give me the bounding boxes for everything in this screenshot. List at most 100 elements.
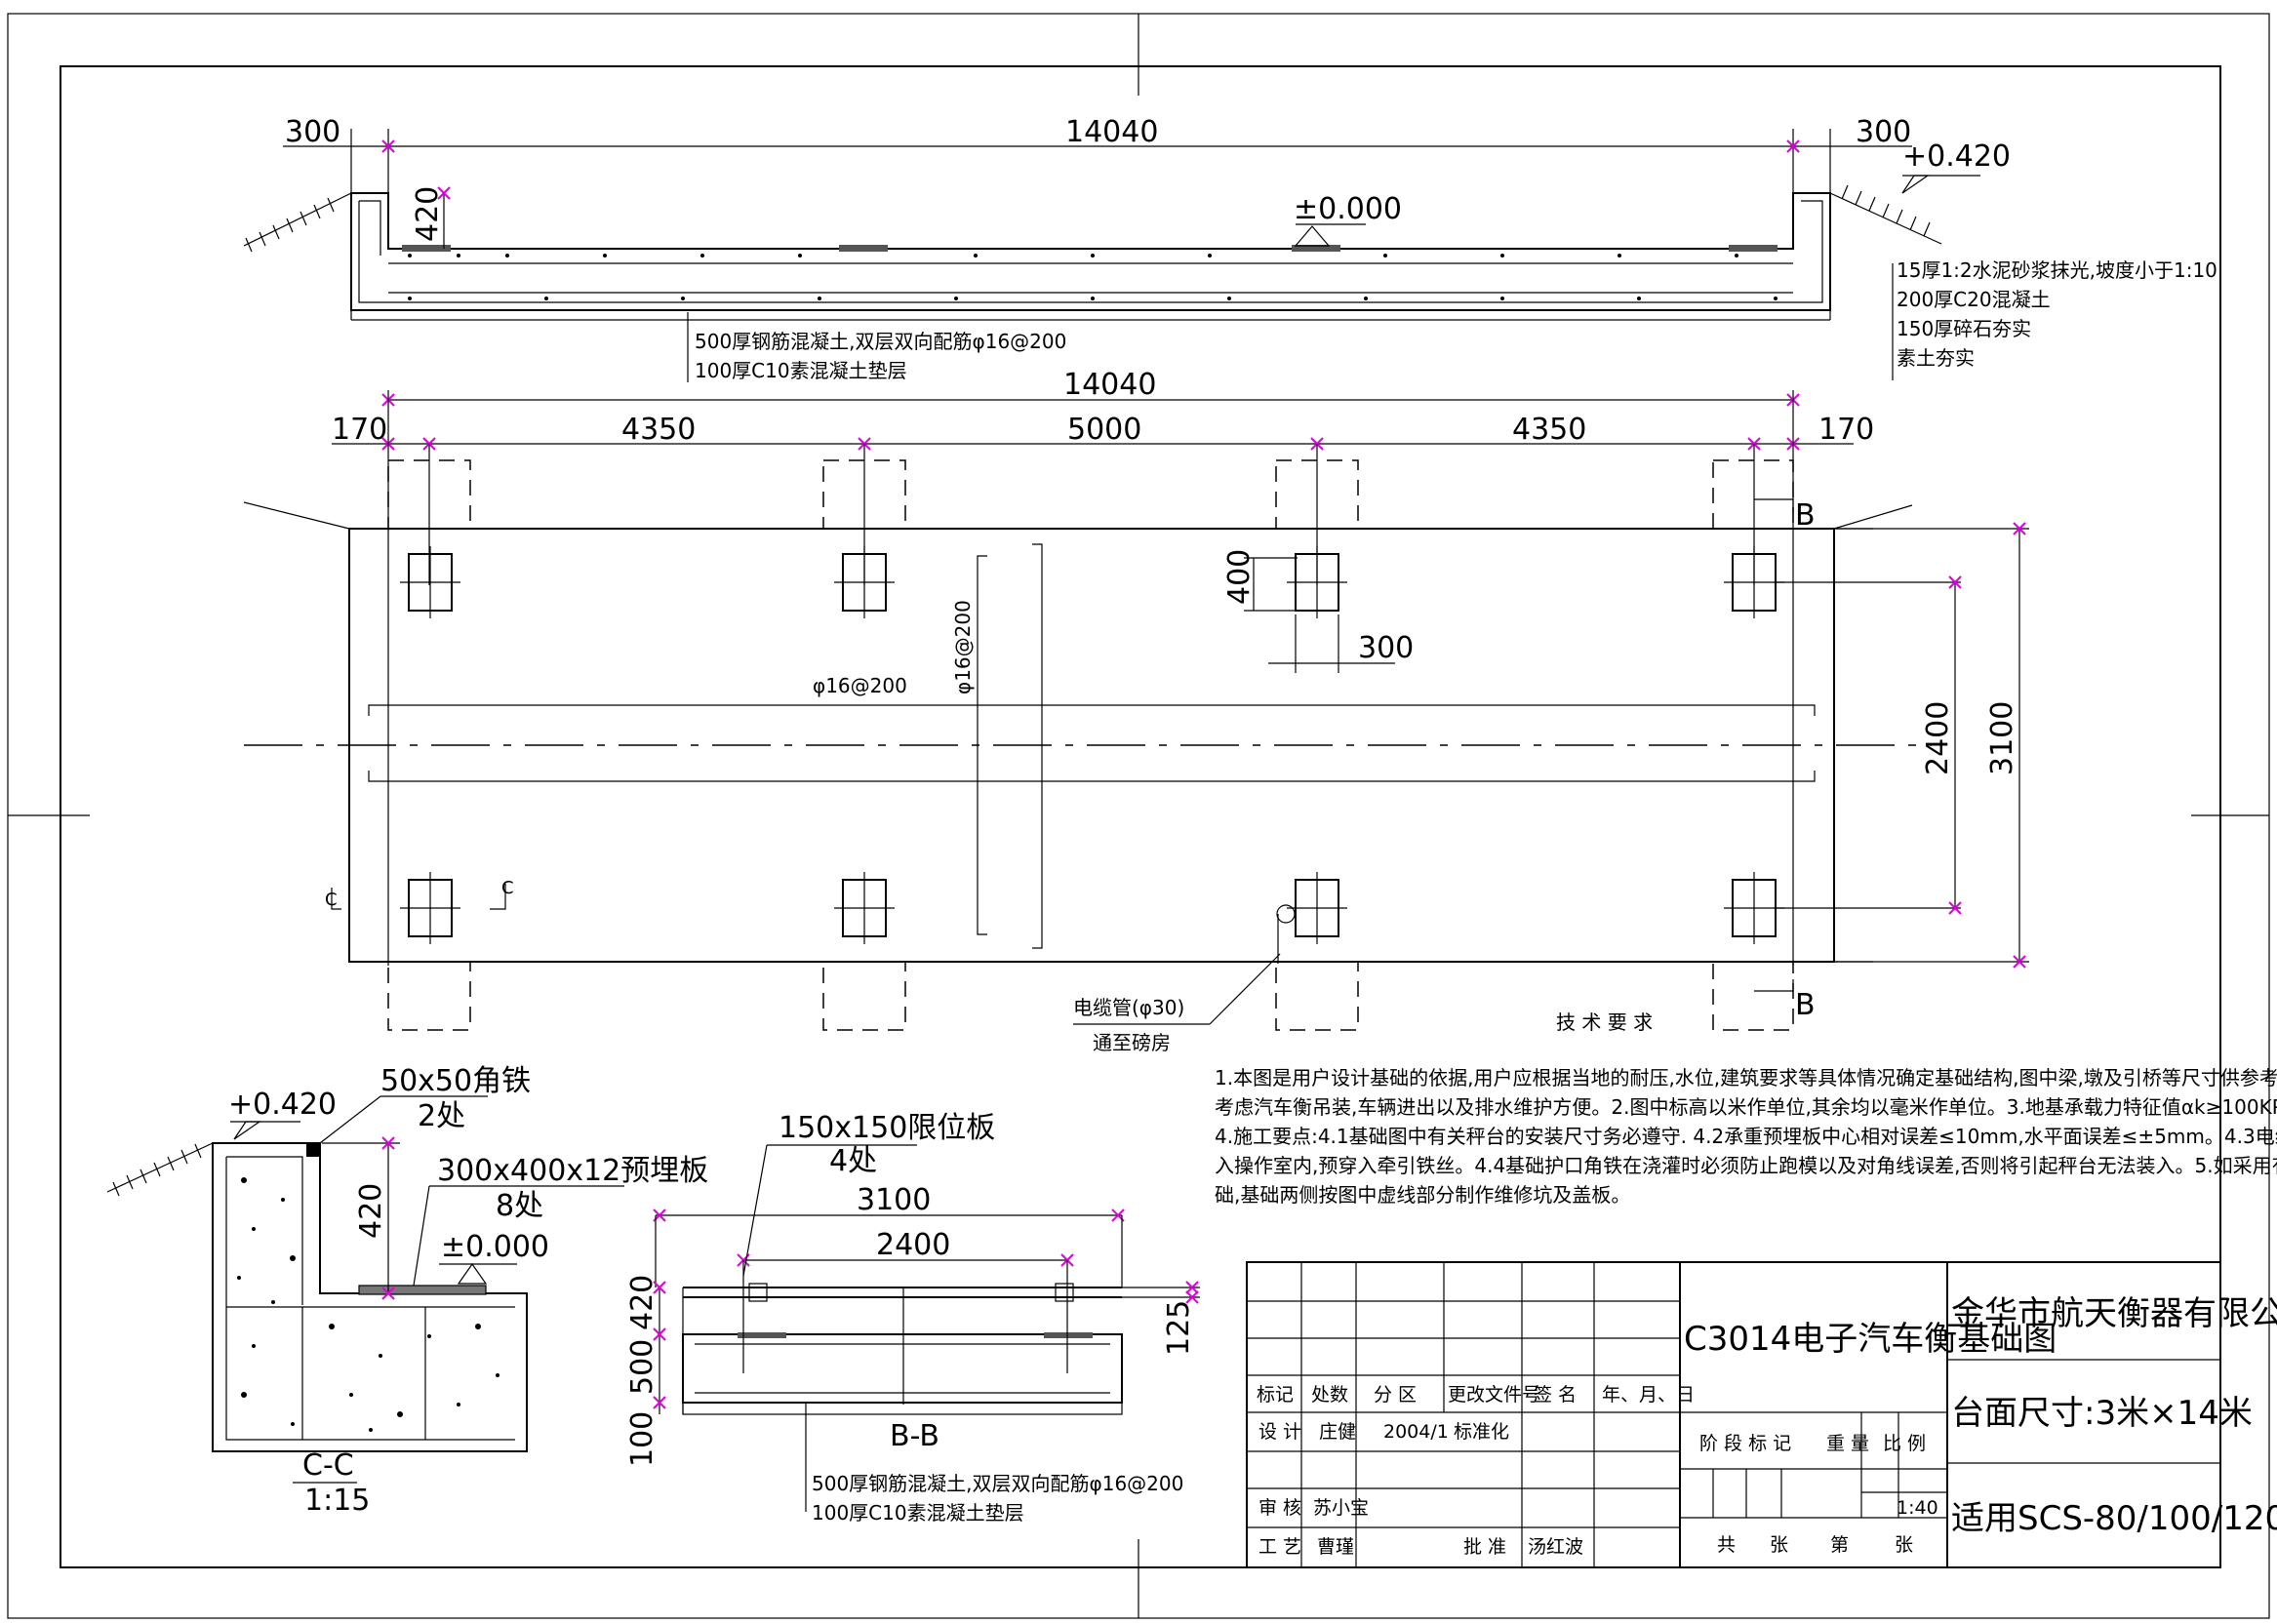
bb-dim-2400: 2400: [876, 1228, 950, 1262]
plan-embed-plates: [400, 546, 1784, 944]
tb-design-date: 2004/1: [1383, 1421, 1449, 1443]
maintenance-pits: [387, 459, 1794, 1031]
base-note-top: 100厚C10素混凝土垫层: [695, 359, 907, 382]
tb-total: 共: [1717, 1534, 1736, 1556]
cc-embed-plate-qty: 8处: [496, 1189, 543, 1223]
bb-limit-plate-qty: 4处: [829, 1144, 877, 1178]
cc-embed-plate-label: 300x400x12预埋板: [437, 1154, 708, 1188]
layer-note-2: 200厚C20混凝土: [1897, 288, 2051, 311]
plan-view: 14040 170 4350 5000 4350 170: [243, 368, 2029, 1054]
cable-to-label: 通至磅房: [1093, 1031, 1171, 1054]
tb-h-date: 年、月、日: [1602, 1384, 1695, 1406]
cc-title: C-C: [302, 1448, 354, 1483]
dim-2400-plan: 2400: [1921, 701, 1955, 775]
notes-line-4: 入操作室内,预穿入牵引铁丝。4.4基础护口角铁在浇灌时必须防止跑模以及对角线误差…: [1215, 1154, 2277, 1177]
embed-plate-1: [402, 245, 451, 252]
tb-drawing-title: C3014电子汽车衡基础图: [1684, 1320, 2057, 1359]
layer-note-3: 150厚碎石夯实: [1897, 317, 2031, 340]
cc-elev-plus: +0.420: [228, 1088, 337, 1122]
bb-dim-3100: 3100: [857, 1183, 931, 1217]
bb-dim-100: 100: [625, 1411, 659, 1467]
dim-400: 400: [1222, 549, 1257, 605]
tb-h-sign: 签 名: [1534, 1384, 1577, 1406]
technical-notes: 技 术 要 求 1.本图是用户设计基础的依据,用户应根据当地的耐压,水位,建筑要…: [1215, 1010, 2277, 1207]
rebar-h-label: φ16@200: [813, 674, 907, 697]
cc-aggregate: [237, 1177, 499, 1432]
bb-detail: 3100 2400 420 500 100 125 1: [625, 1111, 1200, 1525]
top-section: 300 14040 300: [243, 115, 2217, 382]
dim-4350-b: 4350: [1512, 413, 1586, 447]
tb-design: 设 计: [1258, 1421, 1301, 1443]
section-b-top: B: [1795, 498, 1816, 533]
bb-dim-420: 420: [625, 1275, 659, 1330]
dim-420-side: 420: [411, 186, 445, 242]
cc-angle-iron-qty: 2处: [418, 1099, 465, 1133]
bb-dim-125: 125: [1162, 1300, 1196, 1356]
dim-300-right: 300: [1856, 115, 1911, 149]
sheet-inner-border: [60, 65, 2221, 1568]
cc-angle-iron-label: 50x50角铁: [380, 1064, 531, 1098]
cc-detail: 420 +0.420 ±0.000 50x50角铁 2处 300x400x12预…: [106, 1064, 708, 1518]
rebar-v-label: φ16@200: [951, 600, 975, 694]
section-c-right: C: [501, 878, 514, 898]
bb-limit-plate-label: 150x150限位板: [779, 1111, 995, 1145]
tb-applicable: 适用SCS-80/100/120: [1951, 1499, 2277, 1538]
tb-sheet-end: 张: [1895, 1534, 1913, 1556]
tb-h-mark: 标记: [1257, 1384, 1294, 1406]
cc-dim-420: 420: [354, 1183, 388, 1239]
embed-plate-4: [1729, 245, 1778, 252]
tb-stage: 阶 段 标 记: [1699, 1433, 1791, 1454]
tb-approve: 批 准: [1463, 1536, 1506, 1558]
tb-process: 工 艺: [1258, 1536, 1301, 1558]
layer-note-1: 15厚1:2水泥砂浆抹光,坡度小于1:10: [1897, 258, 2217, 282]
notes-title: 技 术 要 求: [1556, 1010, 1653, 1034]
section-c-left: C: [325, 890, 338, 910]
dim-170-left: 170: [332, 413, 387, 447]
bb-title: B-B: [890, 1419, 939, 1453]
dim-300-plan: 300: [1358, 631, 1414, 665]
layer-note-4: 素土夯实: [1897, 346, 1975, 370]
bb-base-note: 100厚C10素混凝土垫层: [812, 1501, 1024, 1525]
dim-14040-plan: 14040: [1063, 368, 1156, 402]
elev-zero-top: ±0.000: [1294, 192, 1402, 226]
tb-sheets: 张: [1770, 1534, 1788, 1556]
dim-14040-top: 14040: [1065, 115, 1158, 149]
tb-sheet-no: 第: [1830, 1534, 1849, 1556]
tb-h-doc: 更改文件号: [1448, 1384, 1540, 1406]
dim-300-left: 300: [285, 115, 340, 149]
cc-angle-iron: [306, 1143, 320, 1157]
dim-170-right: 170: [1818, 413, 1874, 447]
notes-line-5: 础,基础两侧按图中虚线部分制作维修坑及盖板。: [1215, 1183, 1630, 1207]
tb-company: 金华市航天衡器有限公司: [1951, 1294, 2277, 1333]
tb-weight: 重 量: [1826, 1433, 1869, 1454]
sheet-outer-border: [7, 13, 2270, 1619]
cable-pipe-label: 电缆管(φ30): [1073, 996, 1184, 1019]
section-b-bottom: B: [1795, 988, 1816, 1022]
tb-h-zone: 分 区: [1374, 1384, 1417, 1406]
bb-dim-500: 500: [625, 1339, 659, 1395]
dim-5000: 5000: [1067, 413, 1141, 447]
title-block: C3014电子汽车衡基础图 金华市航天衡器有限公司 台面尺寸:3米×14米 适用…: [1246, 1261, 2277, 1568]
dim-4350-a: 4350: [621, 413, 696, 447]
tb-designer: 庄健: [1319, 1421, 1356, 1443]
tb-reviewer: 苏小宝: [1313, 1497, 1369, 1519]
rebar-dots-top: [408, 254, 1778, 300]
rebar-note-top: 500厚钢筋混凝土,双层双向配筋φ16@200: [695, 330, 1066, 353]
tb-platform-size: 台面尺寸:3米×14米: [1951, 1394, 2253, 1433]
cc-scale: 1:15: [304, 1484, 370, 1518]
tb-standard: 标准化: [1454, 1421, 1509, 1443]
elev-plus-0420-top: +0.420: [1902, 139, 2011, 174]
dim-3100-plan: 3100: [1985, 701, 2019, 775]
tb-h-count: 处数: [1311, 1384, 1348, 1406]
embed-plate-2: [839, 245, 888, 252]
tb-approver: 汤红波: [1528, 1536, 1583, 1558]
cc-embed-plate: [359, 1286, 486, 1294]
bb-rebar-note: 500厚钢筋混凝土,双层双向配筋φ16@200: [812, 1472, 1183, 1495]
notes-line-2: 考虑汽车衡吊装,车辆进出以及排水维护方便。2.图中标高以米作单位,其余均以毫米作…: [1215, 1095, 2277, 1119]
tb-scale: 1:40: [1897, 1497, 1938, 1519]
cc-elev-zero: ±0.000: [441, 1230, 549, 1264]
tb-ratio: 比 例: [1883, 1433, 1926, 1454]
notes-line-3: 4.施工要点:4.1基础图中有关秤台的安装尺寸务必遵守. 4.2承重预埋板中心相…: [1215, 1125, 2277, 1148]
notes-line-1: 1.本图是用户设计基础的依据,用户应根据当地的耐压,水位,建筑要求等具体情况确定…: [1215, 1066, 2277, 1089]
